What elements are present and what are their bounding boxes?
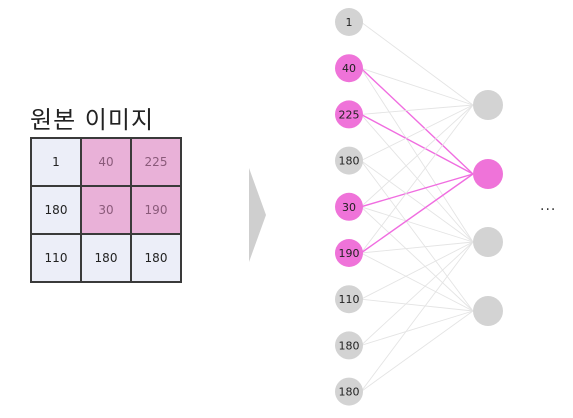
input-node <box>335 192 363 221</box>
edge <box>360 241 474 346</box>
grid-cell: 30 <box>82 187 130 233</box>
hidden-node <box>473 90 503 120</box>
diagram-title: 원본 이미지 <box>30 106 155 134</box>
edge <box>360 241 474 300</box>
edge <box>360 206 474 312</box>
grid-cell: 180 <box>82 235 130 281</box>
edge <box>360 241 474 254</box>
edge <box>360 104 474 208</box>
highlight-edge <box>360 67 474 175</box>
highlight-edge <box>360 173 474 208</box>
grid-cell: 180 <box>32 187 80 233</box>
grid-cell: 110 <box>32 235 80 281</box>
edge <box>360 252 474 312</box>
input-node <box>335 285 363 314</box>
highlight-edge <box>360 173 474 254</box>
input-node-label: 180 <box>339 339 360 352</box>
grid-cell: 225 <box>132 139 180 185</box>
edge <box>360 298 474 312</box>
input-node-label: 190 <box>339 247 360 260</box>
network-nodes: 1 40 225 180 30 190 110 180 180 <box>335 8 503 406</box>
highlight-edge <box>360 113 474 175</box>
pixel-grid: 1 40 225 180 30 190 110 180 180 <box>30 137 182 283</box>
input-node-label: 180 <box>339 155 360 168</box>
input-node <box>335 377 363 406</box>
hidden-node <box>473 227 503 257</box>
input-node <box>335 54 363 83</box>
edge <box>360 67 474 243</box>
input-node-label: 1 <box>346 16 353 29</box>
input-node <box>335 100 363 129</box>
ellipsis: ... <box>540 198 557 214</box>
network-edges <box>360 21 474 392</box>
hidden-node <box>473 159 503 189</box>
arrow-right-icon <box>249 168 266 262</box>
grid-cell: 180 <box>132 235 180 281</box>
hidden-node <box>473 296 503 326</box>
input-node-label: 30 <box>342 201 356 214</box>
input-node <box>335 239 363 267</box>
grid-cell: 40 <box>82 139 130 185</box>
input-node-label: 180 <box>339 386 360 399</box>
input-node <box>335 8 363 36</box>
edge <box>360 104 474 162</box>
input-node <box>335 146 363 175</box>
edge <box>360 104 474 115</box>
input-node-label: 110 <box>339 293 360 306</box>
input-node-label: 225 <box>339 108 360 121</box>
edge <box>360 21 474 106</box>
edge <box>360 160 474 312</box>
edge <box>360 67 474 106</box>
edge <box>360 104 474 254</box>
grid-cell: 1 <box>32 139 80 185</box>
input-node <box>335 331 363 360</box>
edge <box>360 114 474 243</box>
edge <box>360 160 474 243</box>
edge <box>360 241 474 392</box>
edge <box>360 310 474 392</box>
edge <box>360 206 474 243</box>
edge <box>360 310 474 346</box>
input-node-label: 40 <box>342 62 356 75</box>
grid-cell: 190 <box>132 187 180 233</box>
